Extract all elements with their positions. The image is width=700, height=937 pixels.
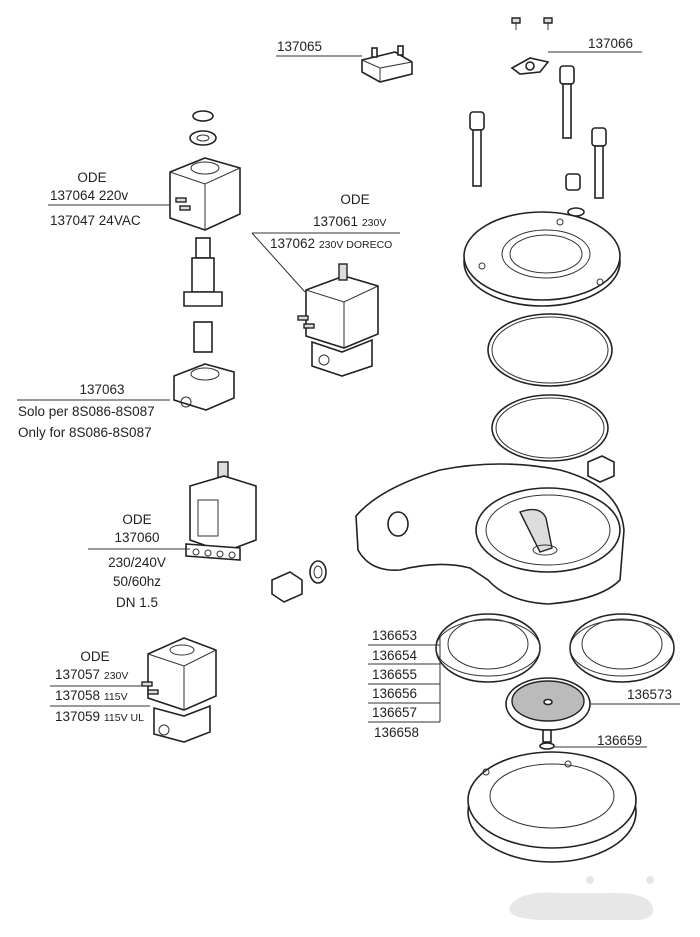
label-v60-freq: 50/60hz — [113, 574, 161, 589]
valve-137060 — [185, 461, 257, 561]
leader-line — [251, 232, 306, 293]
screw-part — [539, 729, 555, 750]
o-ring — [487, 313, 613, 387]
label-137058: 137058 115V — [55, 688, 128, 703]
label-136658: 136658 — [374, 725, 419, 740]
shower-screen — [505, 677, 591, 731]
coil-stack-137064 — [169, 110, 241, 411]
thermostat-part — [510, 17, 553, 75]
note-english: Only for 8S086-8S087 — [18, 425, 152, 440]
label-137060: 137060 — [114, 530, 159, 545]
label-136659: 136659 — [597, 733, 642, 748]
label-136657: 136657 — [372, 705, 417, 720]
label-v60-dn: DN 1.5 — [116, 595, 158, 610]
label-v57-ode: ODE — [80, 649, 109, 664]
label-137047: 137047 24VAC — [50, 213, 141, 228]
label-136656: 136656 — [372, 686, 417, 701]
watermark-logo — [509, 876, 654, 920]
label-137062: 137062 230V DORECO — [270, 236, 392, 251]
label-137064: 137064 220v — [50, 188, 128, 203]
nut — [587, 455, 615, 483]
label-137063: 137063 — [79, 382, 124, 397]
group-head-body — [355, 463, 625, 605]
label-136653: 136653 — [372, 628, 417, 643]
label-valve-ode: ODE — [340, 192, 369, 207]
label-137059: 137059 115V UL — [55, 709, 144, 724]
o-ring — [491, 394, 609, 462]
bottom-ring — [467, 751, 637, 863]
label-137066: 137066 — [588, 36, 633, 51]
label-137061: 137061 230V — [313, 214, 386, 229]
valve-137061 — [297, 263, 379, 377]
label-v60-voltage: 230/240V — [108, 555, 166, 570]
label-136654: 136654 — [372, 648, 418, 663]
note-italian: Solo per 8S086-8S087 — [18, 404, 155, 419]
gasket-leader-lines — [368, 636, 441, 723]
label-137065: 137065 — [277, 39, 322, 54]
valve-137057 — [141, 637, 217, 743]
relay-part — [361, 45, 413, 83]
label-137057: 137057 230V — [55, 667, 128, 682]
label-v60-ode: ODE — [122, 512, 151, 527]
label-coil-ode: ODE — [77, 170, 106, 185]
gasket-rings — [435, 613, 675, 683]
label-136573: 136573 — [627, 687, 672, 702]
fitting-and-washer — [271, 560, 327, 603]
label-136655: 136655 — [372, 667, 417, 682]
top-plate — [463, 211, 621, 307]
bolts — [469, 65, 607, 217]
